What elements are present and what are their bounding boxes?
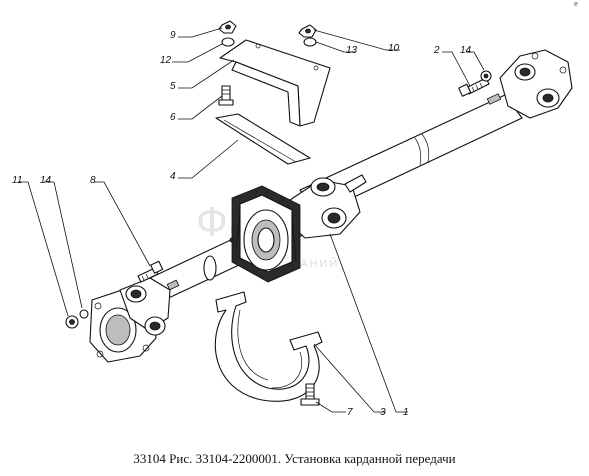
callout-4: 4 (170, 171, 176, 182)
callout-5: 5 (170, 81, 176, 92)
bolt-6 (218, 85, 234, 106)
callout-14-left: 14 (40, 175, 52, 186)
nut-11 (65, 315, 79, 329)
washer-13 (303, 37, 317, 47)
nut-10 (298, 24, 317, 38)
leader-lines (18, 27, 485, 413)
bolt-8 (137, 260, 164, 283)
callout-2: 2 (433, 45, 440, 56)
left-flange (89, 277, 180, 363)
washer-14-left (79, 309, 89, 319)
callout-1: 1 (403, 407, 409, 418)
corner-mark: e (574, 1, 578, 8)
callout-13: 13 (346, 45, 358, 56)
callout-6: 6 (170, 112, 176, 123)
callout-7: 7 (347, 407, 353, 418)
plate-4 (215, 113, 311, 165)
bolt-2 (458, 77, 490, 97)
washer-12 (221, 37, 235, 47)
nut-9 (218, 20, 237, 34)
callout-3: 3 (380, 407, 386, 418)
callout-12: 12 (160, 55, 172, 66)
nut-14-right (480, 70, 492, 82)
bracket-3 (214, 291, 323, 402)
bracket-5 (219, 39, 331, 127)
callout-8: 8 (90, 175, 96, 186)
callout-10: 10 (388, 43, 400, 54)
callout-9: 9 (170, 30, 176, 41)
callout-labels: 9 12 5 6 4 13 10 2 14 11 14 8 7 3 1 (12, 30, 472, 418)
support-bearing (229, 185, 301, 283)
figure-caption: 33104 Рис. 33104-2200001. Установка кард… (133, 451, 456, 466)
callout-14-right: 14 (460, 45, 472, 56)
callout-11: 11 (12, 175, 22, 186)
bolt-7 (300, 383, 320, 406)
